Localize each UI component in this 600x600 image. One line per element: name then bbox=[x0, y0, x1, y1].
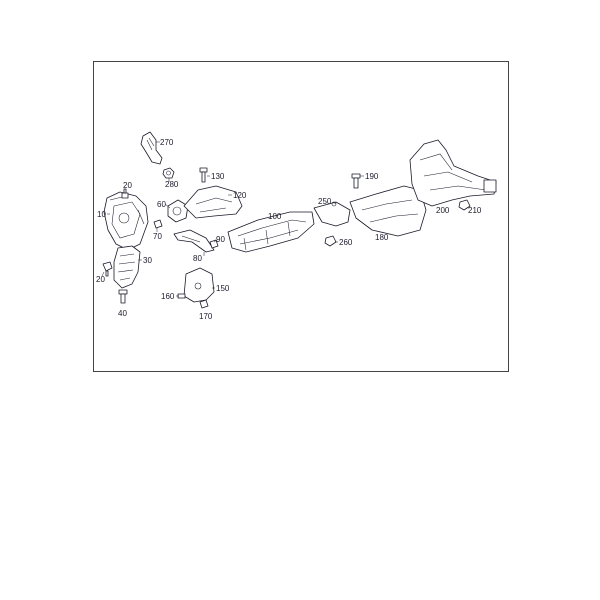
callout-260: 260 bbox=[339, 238, 353, 247]
callout-180: 180 bbox=[375, 233, 389, 242]
callout-160: 160 bbox=[161, 292, 175, 301]
part-120-heat-shield[interactable] bbox=[183, 185, 243, 219]
callout-100: 100 bbox=[268, 212, 282, 221]
callout-280: 280 bbox=[165, 180, 179, 189]
callout-60: 60 bbox=[157, 200, 166, 209]
leader-90 bbox=[213, 239, 218, 243]
callout-210: 210 bbox=[468, 206, 482, 215]
callout-80: 80 bbox=[193, 254, 202, 263]
callout-170: 170 bbox=[199, 312, 213, 321]
callout-20-upper: 20 bbox=[123, 181, 132, 190]
part-280-nut[interactable] bbox=[162, 167, 175, 179]
leader-250 bbox=[332, 201, 337, 205]
part-40-bolt[interactable] bbox=[118, 289, 128, 304]
part-130-bolt[interactable] bbox=[199, 167, 208, 183]
callout-150: 150 bbox=[216, 284, 230, 293]
leader-20-lower bbox=[101, 271, 105, 277]
part-210-nut[interactable] bbox=[458, 199, 471, 211]
part-190-bolt[interactable] bbox=[351, 173, 361, 189]
callout-90: 90 bbox=[216, 235, 225, 244]
part-10-manifold-heat-shield[interactable] bbox=[103, 191, 149, 251]
part-20-clip-upper[interactable] bbox=[121, 188, 129, 199]
part-100-tunnel-heat-shield[interactable] bbox=[227, 211, 315, 253]
callout-270: 270 bbox=[160, 138, 174, 147]
part-170-nut[interactable] bbox=[199, 299, 209, 309]
callout-70: 70 bbox=[153, 232, 162, 241]
callout-200: 200 bbox=[436, 206, 450, 215]
part-20-clip-lower[interactable] bbox=[102, 261, 113, 277]
part-90-clamp[interactable] bbox=[209, 239, 219, 249]
part-150-mounting-bracket[interactable] bbox=[183, 267, 215, 303]
part-30-catalytic-converter-shield[interactable] bbox=[113, 245, 141, 289]
callout-120: 120 bbox=[233, 191, 247, 200]
part-80-bracket[interactable] bbox=[173, 229, 215, 253]
part-70-clip[interactable] bbox=[153, 219, 163, 229]
callout-130: 130 bbox=[211, 172, 225, 181]
leader-60 bbox=[164, 203, 171, 209]
callout-30: 30 bbox=[143, 256, 152, 265]
callout-190: 190 bbox=[365, 172, 379, 181]
part-260-nut[interactable] bbox=[324, 235, 337, 247]
part-200-muffler-heat-shield[interactable] bbox=[409, 139, 497, 207]
part-270-heat-shield-bracket[interactable] bbox=[140, 131, 163, 165]
part-180-rear-heat-shield[interactable] bbox=[349, 185, 427, 237]
callout-20-lower: 20 bbox=[96, 275, 105, 284]
callout-250: 250 bbox=[318, 197, 332, 206]
callout-10: 10 bbox=[97, 210, 106, 219]
part-160-bolt[interactable] bbox=[177, 293, 186, 299]
callout-40: 40 bbox=[118, 309, 127, 318]
part-60-sensor-bracket[interactable] bbox=[167, 199, 189, 223]
